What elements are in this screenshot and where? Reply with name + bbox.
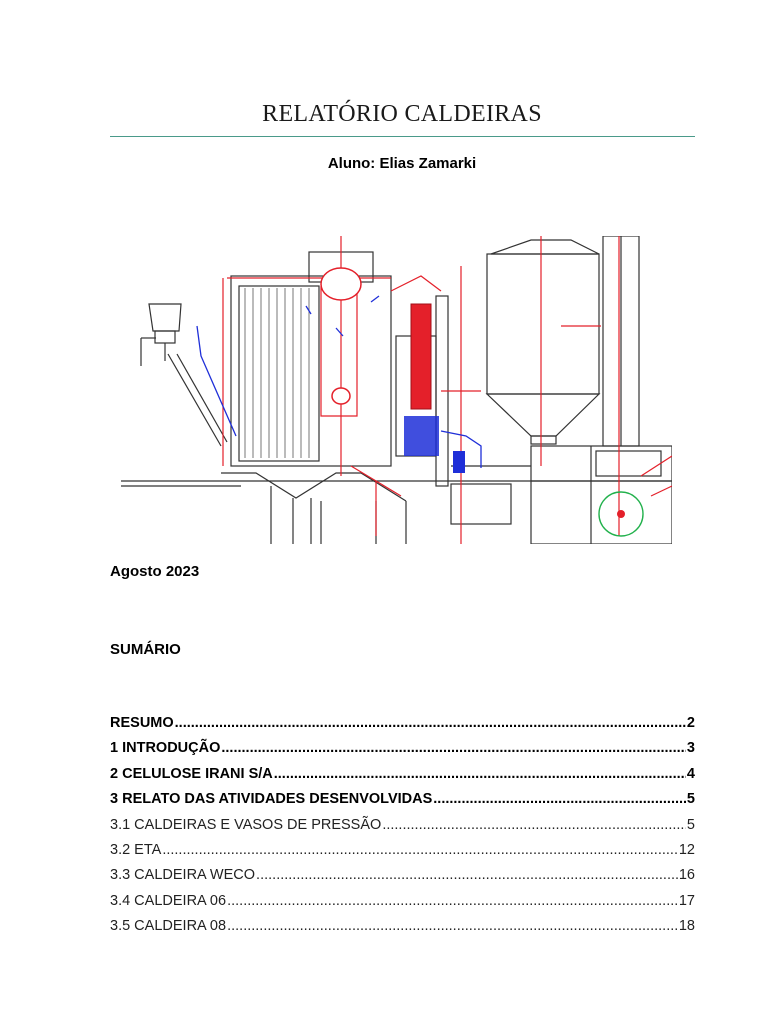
toc-entry-label: RESUMO [110, 715, 174, 731]
toc-entry-celulose-irani[interactable]: 2 CELULOSE IRANI S/A 4 [110, 766, 695, 791]
toc-entry-page: 16 [678, 867, 695, 884]
toc-entry-page: 5 [686, 816, 695, 833]
title-divider [110, 136, 695, 137]
toc-entry-label: 3.4 CALDEIRA 06 [110, 892, 227, 909]
toc-leader [274, 766, 686, 782]
toc-entry-label: 1 INTRODUÇÃO [110, 740, 221, 757]
toc-entry-relato-atividades[interactable]: 3 RELATO DAS ATIVIDADES DESENVOLVIDAS 5 [110, 791, 695, 816]
toc-entry-resumo[interactable]: RESUMO 2 [110, 715, 695, 740]
toc-leader [227, 893, 678, 909]
toc-entry-label: 3.3 CALDEIRA WECO [110, 867, 256, 884]
toc-entry-page: 5 [686, 791, 695, 808]
boiler-plant-drawing [121, 236, 672, 544]
table-of-contents: RESUMO 2 1 INTRODUÇÃO 3 2 CELULOSE IRANI… [110, 715, 695, 944]
toc-entry-page: 18 [678, 918, 695, 935]
toc-entry-introducao[interactable]: 1 INTRODUÇÃO 3 [110, 740, 695, 765]
toc-leader [433, 791, 686, 807]
toc-entry-eta[interactable]: 3.2 ETA 12 [110, 842, 695, 867]
toc-leader [221, 740, 686, 756]
document-title: RELATÓRIO CALDEIRAS [262, 101, 542, 127]
toc-entry-caldeira-06[interactable]: 3.4 CALDEIRA 06 17 [110, 893, 695, 918]
toc-entry-page: 3 [686, 740, 695, 757]
toc-entry-label: 3 RELATO DAS ATIVIDADES DESENVOLVIDAS [110, 791, 433, 808]
toc-leader [175, 715, 686, 731]
toc-entry-label: 3.5 CALDEIRA 08 [110, 918, 227, 935]
summary-heading: SUMÁRIO [110, 641, 181, 658]
toc-entry-label: 2 CELULOSE IRANI S/A [110, 765, 273, 782]
toc-entry-page: 2 [686, 715, 695, 731]
toc-entry-page: 12 [678, 841, 695, 858]
toc-leader [382, 817, 686, 833]
toc-entry-label: 3.2 ETA [110, 841, 162, 858]
author-line: Aluno: Elias Zamarki [327, 155, 477, 172]
toc-entry-caldeira-weco[interactable]: 3.3 CALDEIRA WECO 16 [110, 867, 695, 892]
toc-leader [162, 842, 678, 858]
toc-entry-caldeira-08[interactable]: 3.5 CALDEIRA 08 18 [110, 918, 695, 943]
toc-entry-page: 4 [686, 765, 695, 782]
toc-entry-caldeiras-vasos[interactable]: 3.1 CALDEIRAS E VASOS DE PRESSÃO 5 [110, 817, 695, 842]
report-date: Agosto 2023 [110, 563, 200, 580]
toc-leader [227, 918, 678, 934]
toc-leader [256, 867, 678, 883]
toc-entry-label: 3.1 CALDEIRAS E VASOS DE PRESSÃO [110, 816, 382, 833]
toc-entry-page: 17 [678, 892, 695, 909]
